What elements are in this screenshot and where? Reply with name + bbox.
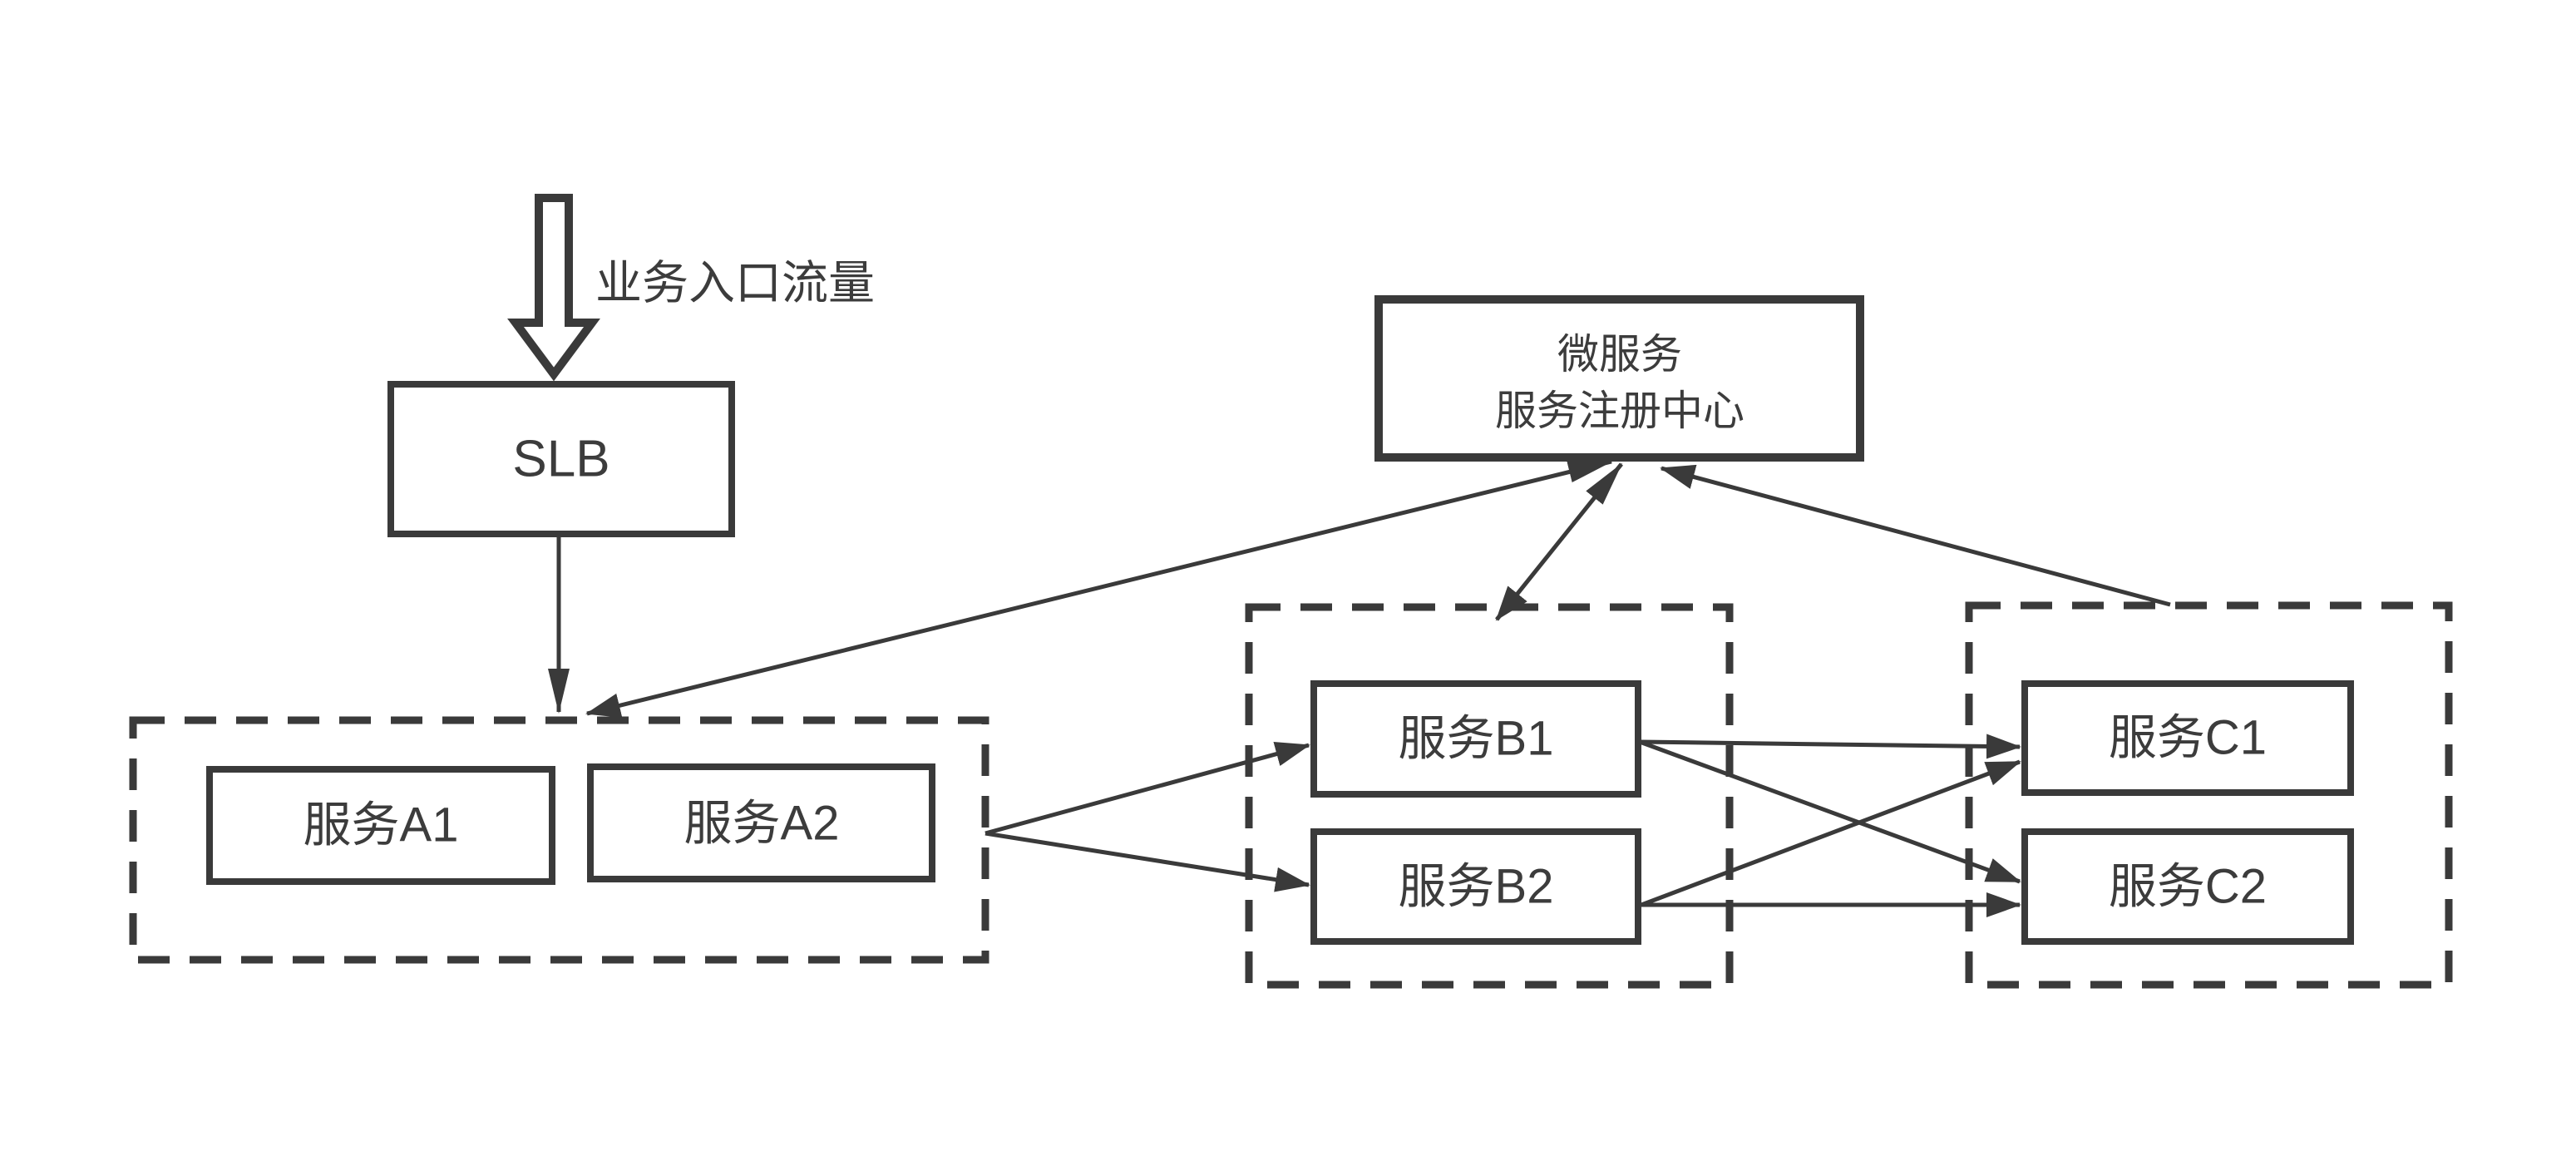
entry-traffic-arrow-icon bbox=[507, 194, 600, 382]
edge-a2-to-b2 bbox=[985, 831, 1310, 892]
service-a1-label: 服务A1 bbox=[303, 798, 459, 852]
edge-cluster-b-registry-bidirectional bbox=[1495, 462, 1623, 621]
service-a2-box bbox=[587, 763, 935, 882]
service-a1-box bbox=[206, 766, 555, 885]
edges bbox=[548, 459, 2171, 917]
service-b1-box bbox=[1310, 680, 1641, 798]
service-c1-label: 服务C1 bbox=[2109, 711, 2267, 765]
service-b2-label: 服务B2 bbox=[1399, 860, 1554, 914]
edge-cluster-a-registry-bidirectional bbox=[585, 459, 1613, 719]
service-a2-label: 服务A2 bbox=[684, 797, 840, 851]
cluster-c-box bbox=[1965, 601, 2453, 989]
slb-box bbox=[387, 381, 735, 537]
edge-cluster-c-to-registry bbox=[1660, 464, 2171, 607]
registry-label-line2: 服务注册中心 bbox=[1495, 388, 1744, 434]
cluster-b-box bbox=[1245, 603, 1734, 989]
slb-label: SLB bbox=[512, 431, 609, 488]
edge-a2-to-b1 bbox=[985, 742, 1310, 836]
service-c2-box bbox=[2021, 828, 2354, 945]
service-c1-box bbox=[2021, 680, 2354, 796]
registry-box bbox=[1374, 295, 1864, 462]
entry-traffic-label: 业务入口流量 bbox=[595, 257, 875, 309]
service-c2-label: 服务C2 bbox=[2109, 860, 2267, 914]
edge-b1-to-c2 bbox=[1639, 739, 2021, 884]
edge-b1-to-c1 bbox=[1639, 734, 2021, 759]
edge-b2-to-c1 bbox=[1641, 759, 2021, 907]
service-b1-label: 服务B1 bbox=[1399, 712, 1554, 766]
service-b2-box bbox=[1310, 828, 1641, 945]
cluster-a-box bbox=[129, 716, 989, 964]
registry-label-line1: 微服务 bbox=[1557, 331, 1682, 378]
